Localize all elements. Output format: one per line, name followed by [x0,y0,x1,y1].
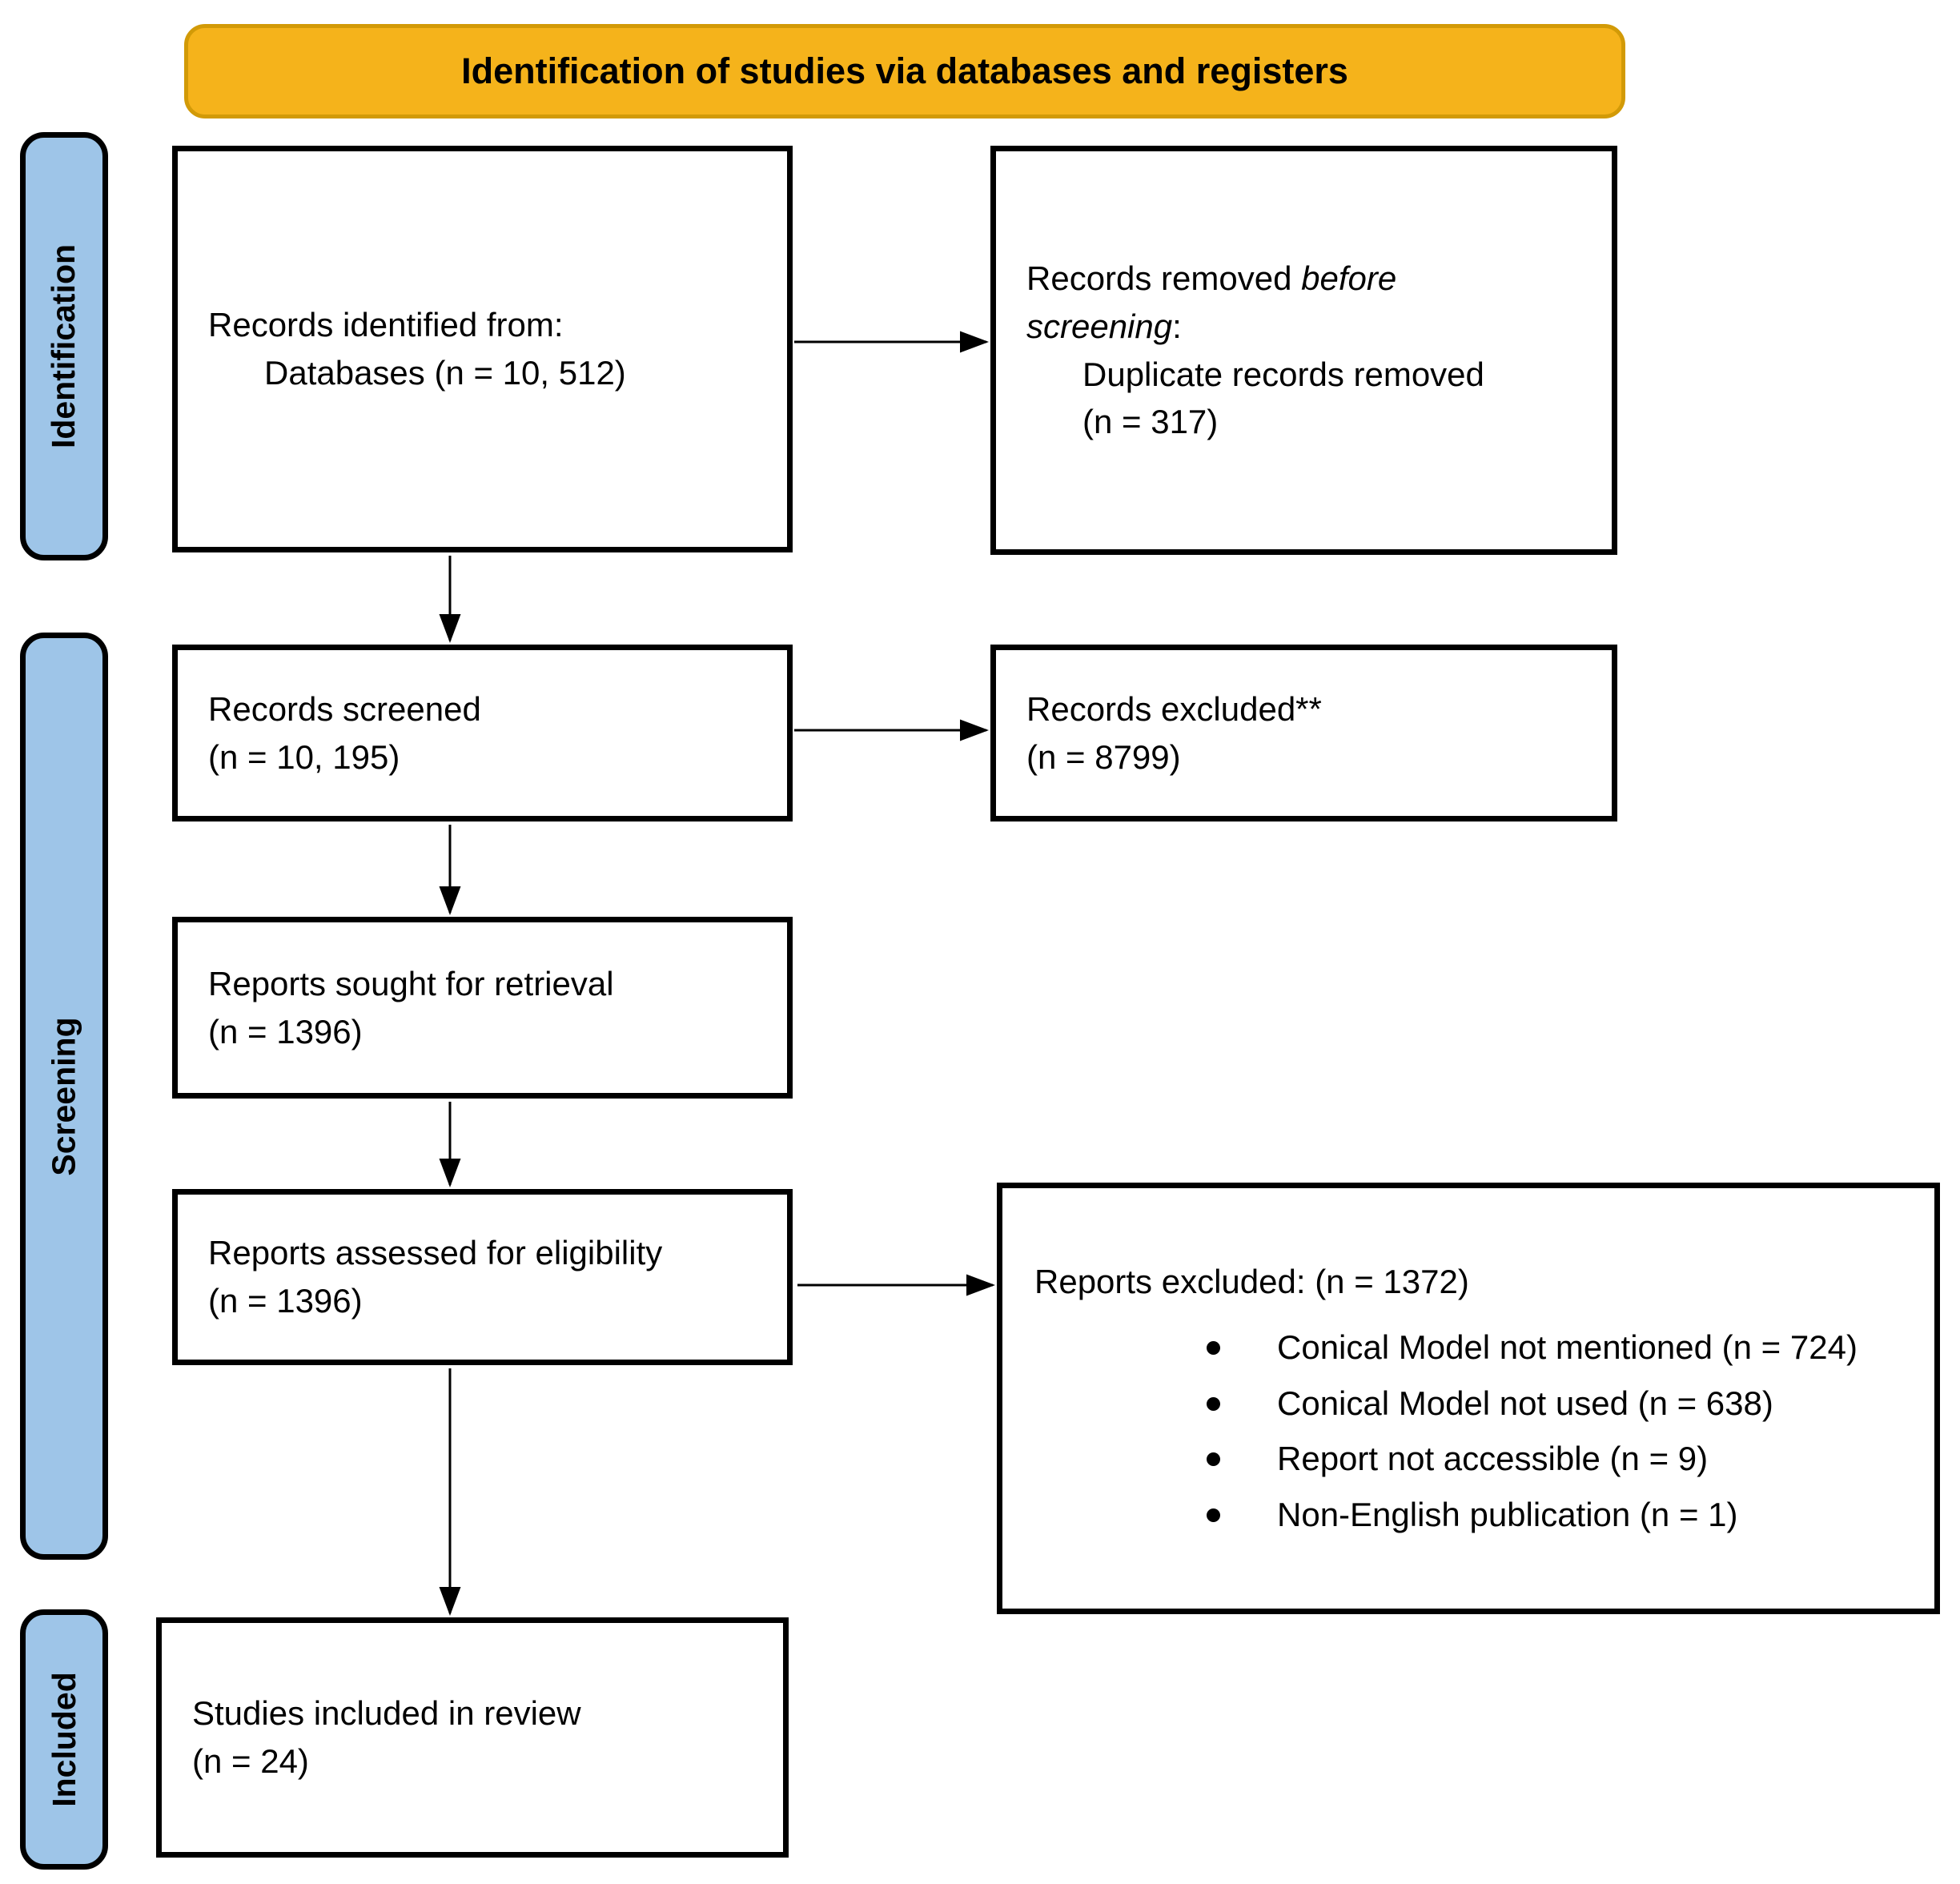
stage-label-included: Included [45,1672,82,1807]
records-screened-line2: (n = 10, 195) [208,737,400,776]
stage-label-identification: Identification [45,243,82,449]
stage-label-screening: Screening [45,1016,82,1176]
title-banner: Identification of studies via databases … [184,24,1625,119]
box-records-identified: Records identified from: Databases (n = … [172,146,793,552]
box-studies-included: Studies included in review (n = 24) [156,1617,789,1858]
records-identified-line1: Records identified from: [208,306,564,344]
studies-included-line2: (n = 24) [192,1742,309,1780]
stage-ribbon-screening: Screening [20,633,108,1560]
reports-excluded-bullet: Conical Model not mentioned (n = 724) [1034,1324,1925,1372]
box-reports-sought: Reports sought for retrieval (n = 1396) [172,917,793,1099]
records-removed-line1: Records removed before [1026,259,1397,298]
records-excluded-line2: (n = 8799) [1026,737,1181,776]
reports-sought-line2: (n = 1396) [208,1012,363,1050]
reports-assessed-line1: Reports assessed for eligibility [208,1234,663,1272]
records-excluded-line1: Records excluded** [1026,689,1322,728]
reports-excluded-bullet: Conical Model not used (n = 638) [1034,1380,1925,1428]
reports-excluded-bullet: Non-English publication (n = 1) [1034,1491,1925,1539]
records-identified-line2: Databases (n = 10, 512) [264,354,626,392]
diagram-title: Identification of studies via databases … [461,50,1348,91]
reports-sought-line1: Reports sought for retrieval [208,964,614,1002]
records-removed-line3: Duplicate records removed [1082,355,1484,393]
box-records-excluded: Records excluded** (n = 8799) [990,645,1617,821]
box-reports-assessed: Reports assessed for eligibility (n = 13… [172,1189,793,1365]
reports-excluded-bullet-list: Conical Model not mentioned (n = 724) Co… [1034,1316,1925,1539]
reports-excluded-header: Reports excluded: (n = 1372) [1034,1263,1469,1301]
records-screened-line1: Records screened [208,689,481,728]
studies-included-line1: Studies included in review [192,1694,581,1733]
stage-ribbon-identification: Identification [20,132,108,560]
records-removed-line4: (n = 317) [1082,403,1219,441]
records-removed-line2: screening: [1026,307,1182,345]
stage-ribbon-included: Included [20,1609,108,1870]
box-records-screened: Records screened (n = 10, 195) [172,645,793,821]
reports-excluded-bullet: Report not accessible (n = 9) [1034,1435,1925,1483]
box-reports-excluded: Reports excluded: (n = 1372) Conical Mod… [997,1183,1940,1614]
box-records-removed: Records removed before screening: Duplic… [990,146,1617,555]
reports-assessed-line2: (n = 1396) [208,1282,363,1320]
